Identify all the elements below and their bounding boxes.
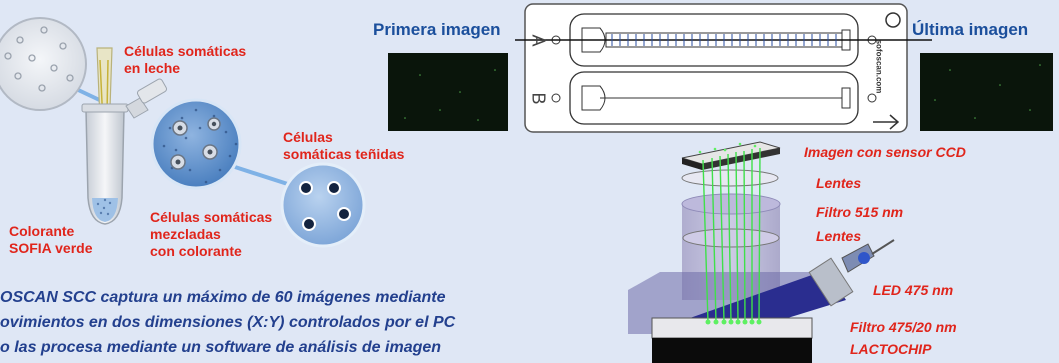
label-filter-475: Filtro 475/20 nm bbox=[850, 319, 957, 335]
caption-line-2: ovimientos en dos dimensiones (X:Y) cont… bbox=[0, 314, 456, 331]
last-image-thumbnail bbox=[920, 53, 1053, 131]
stained-cells-dish-icon bbox=[280, 162, 366, 248]
caption-line-3: o las procesa mediante un software de an… bbox=[0, 339, 442, 356]
chip-brand-text: sofoscan.com bbox=[874, 39, 884, 94]
chip-letter-a: A bbox=[528, 34, 549, 47]
label-cells-in-milk: Células somáticas en leche bbox=[124, 43, 247, 76]
milk-cells-dish-icon bbox=[0, 17, 87, 111]
label-mixed-cells: Células somáticas mezcladas con colorant… bbox=[150, 209, 273, 259]
label-stained-cells: Células somáticas teñidas bbox=[283, 129, 405, 162]
lactochip-top-view bbox=[515, 3, 932, 133]
label-first-image: Primera imagen bbox=[373, 20, 501, 39]
caption-line-1: OSCAN SCC captura un máximo de 60 imágen… bbox=[0, 289, 446, 306]
first-image-thumbnail bbox=[388, 53, 508, 131]
green-fluorescence-rays bbox=[702, 147, 761, 323]
label-filter-515: Filtro 515 nm bbox=[816, 204, 904, 220]
label-dye: Colorante SOFIA verde bbox=[9, 223, 93, 256]
label-lens-1: Lentes bbox=[816, 175, 862, 191]
chip-letter-b: B bbox=[528, 92, 549, 105]
label-lactochip: LACTOCHIP bbox=[850, 341, 932, 357]
mixed-cells-dish-icon bbox=[150, 98, 242, 190]
label-last-image: Última imagen bbox=[912, 20, 1029, 39]
label-led: LED 475 nm bbox=[873, 282, 954, 298]
label-lens-2: Lentes bbox=[816, 228, 862, 244]
tube-icon bbox=[81, 78, 168, 225]
label-ccd: Imagen con sensor CCD bbox=[804, 144, 966, 160]
